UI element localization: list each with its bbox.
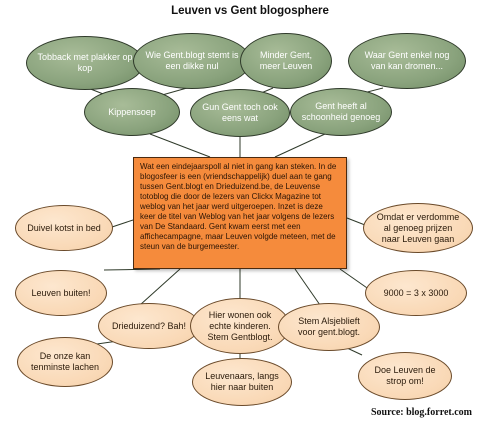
node-leuven-buiten: Leuven buiten! bbox=[15, 270, 107, 316]
node-echte-kinderen: Hier wonen ook echte kinderen. Stem Gent… bbox=[190, 298, 290, 354]
edge-p7 bbox=[294, 268, 321, 306]
edge-p4 bbox=[339, 268, 371, 291]
node-label: Wie Gent.blogt stemt is een dikke nul bbox=[145, 50, 239, 71]
node-label: Gun Gent toch ook eens wat bbox=[202, 102, 278, 123]
node-label: Duivel kotst in bed bbox=[27, 222, 101, 233]
edge-g5 bbox=[149, 133, 211, 158]
node-label: Drieduizend? Bah! bbox=[111, 320, 187, 331]
node-tobback: Tobback met plakker op kop bbox=[26, 36, 144, 90]
source-credit: Source: blog.forret.com bbox=[371, 407, 472, 418]
node-label: Leuvenaars, langs hier naar buiten bbox=[205, 371, 279, 392]
node-duivel: Duivel kotst in bed bbox=[15, 205, 113, 251]
node-label: 9000 = 3 x 3000 bbox=[383, 287, 449, 298]
node-dromen: Waar Gent enkel nog van kan dromen... bbox=[348, 33, 466, 89]
center-description: Wat een eindejaarspoll al niet in gang k… bbox=[133, 157, 347, 269]
node-minder-gent: Minder Gent, meer Leuven bbox=[240, 33, 332, 89]
node-prijzen: Omdat er verdomme al genoeg prijzen naar… bbox=[363, 203, 473, 253]
node-dikke-nul: Wie Gent.blogt stemt is een dikke nul bbox=[133, 33, 251, 89]
node-leuvenaars: Leuvenaars, langs hier naar buiten bbox=[192, 358, 292, 406]
node-label: Tobback met plakker op kop bbox=[37, 52, 133, 73]
node-label: Kippensoep bbox=[108, 106, 156, 117]
node-drieduizend-bah: Drieduizend? Bah! bbox=[98, 303, 200, 349]
edge-p1 bbox=[108, 219, 134, 229]
node-label: Gent heeft al schoonheid genoeg bbox=[301, 101, 381, 122]
node-schoonheid: Gent heeft al schoonheid genoeg bbox=[290, 88, 392, 136]
node-label: Stem Alsjeblieft voor gent.blogt. bbox=[297, 316, 361, 337]
node-strop: Doe Leuven de strop om! bbox=[358, 352, 452, 400]
edge-p2 bbox=[346, 217, 366, 226]
node-label: De onze kan tenminste lachen bbox=[30, 351, 100, 372]
node-label: Waar Gent enkel nog van kan dromen... bbox=[364, 50, 450, 71]
node-lachen: De onze kan tenminste lachen bbox=[17, 337, 113, 387]
node-label: Hier wonen ook echte kinderen. Stem Gent… bbox=[207, 309, 273, 342]
node-9000: 9000 = 3 x 3000 bbox=[365, 270, 467, 316]
diagram-title: Leuven vs Gent blogosphere bbox=[171, 5, 329, 17]
edge-g7 bbox=[274, 133, 326, 158]
node-label: Minder Gent, meer Leuven bbox=[259, 50, 313, 71]
edge-p3 bbox=[103, 268, 161, 271]
node-gun-gent: Gun Gent toch ook eens wat bbox=[190, 89, 290, 137]
node-label: Leuven buiten! bbox=[31, 287, 91, 298]
node-label: Omdat er verdomme al genoeg prijzen naar… bbox=[376, 211, 460, 244]
node-kippensoep: Kippensoep bbox=[84, 88, 180, 136]
node-stem-alsjeblieft: Stem Alsjeblieft voor gent.blogt. bbox=[278, 303, 380, 351]
node-label: Doe Leuven de strop om! bbox=[374, 365, 436, 386]
edge-p5 bbox=[139, 268, 181, 306]
